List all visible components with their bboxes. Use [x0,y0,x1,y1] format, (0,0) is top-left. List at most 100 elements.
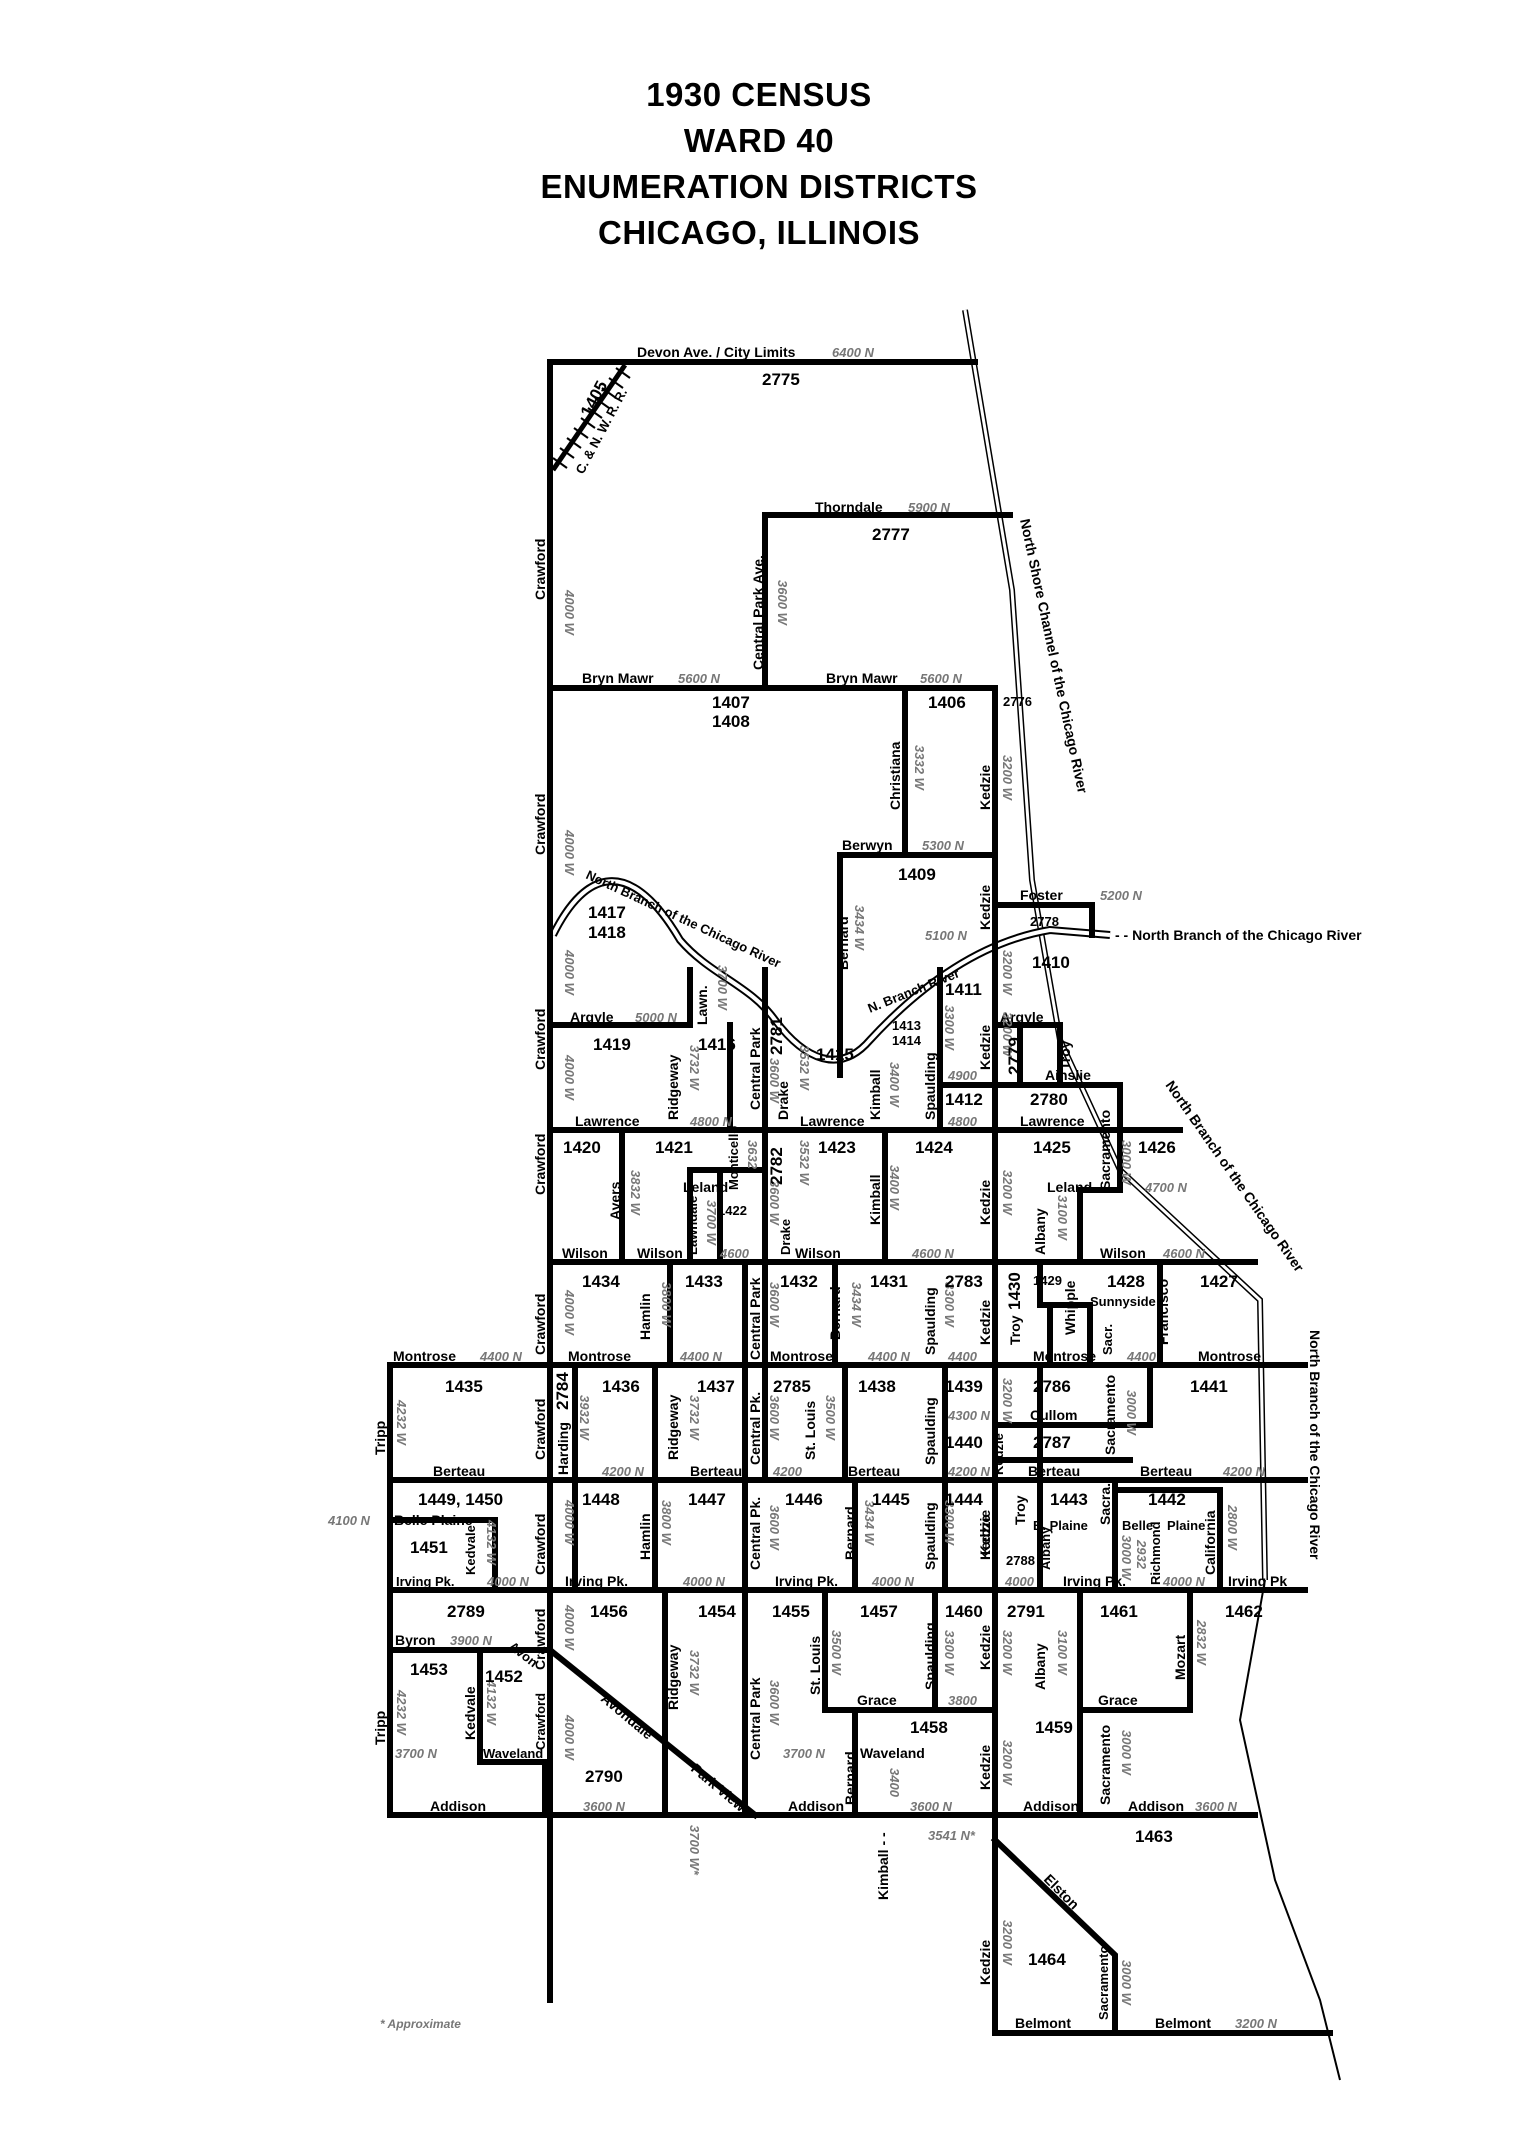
street-thorndale: Thorndale [815,499,883,515]
coord-kedvale-1: 4132 W [484,1519,499,1567]
street-spaulding-2: Spaulding [922,1287,938,1355]
coord-drake-2: 3600 W [767,1180,782,1227]
street-bernard-2: Bernard [827,1286,843,1340]
coord-argyle-sep: 3200 W [1000,1012,1015,1059]
street-ridgeway-1: Ridgeway [665,1054,681,1120]
coord-harding: 3932 W [577,1395,592,1442]
title-line-1: 1930 CENSUS [646,76,872,113]
coord-bryn-mawr-e: 5600 N [920,671,963,686]
street-kedzie-7: Kedzie [977,1515,993,1560]
coord-3541: 3541 N* [928,1828,976,1843]
street-montrose-5: Montrose [1198,1348,1261,1364]
ed-1433: 1433 [685,1272,723,1291]
street-drake: Drake [775,1081,791,1120]
street-crawford-1: Crawford [532,539,548,600]
coord-byron: 3900 N [450,1633,493,1648]
title-line-3: ENUMERATION DISTRICTS [540,168,978,205]
coord-3800: 3800 [948,1693,978,1708]
coord-christiana: 3332 W [912,745,927,792]
street-bernard-3: Bernard [842,1506,858,1560]
coord-spaulding-5: 3300 W [942,1630,957,1677]
street-leland-e: Leland [1047,1179,1092,1195]
street-albany-3: Albany [1032,1643,1048,1690]
coord-crawford-1: 4000 W [562,589,577,637]
street-sacr: Sacr. [1100,1324,1115,1355]
street-plaine: Plaine [1167,1518,1205,1533]
coord-spaulding-4: 3300 W [942,1500,957,1547]
ed-2782: 2782 [767,1147,786,1185]
ed-2788: 2788 [1006,1553,1035,1568]
coord-montrose-3: 4400 N [867,1349,911,1364]
street-francisco: Francisco [1155,1279,1171,1345]
street-california: California [1202,1510,1218,1575]
ed-1453: 1453 [410,1660,448,1679]
ed-1409: 1409 [898,865,936,884]
street-ridgeway-2: Ridgeway [665,1394,681,1460]
coord-richmond: 2932 [1134,1539,1149,1570]
street-wilson-4: Wilson [1100,1245,1146,1261]
ed-1449-1450: 1449, 1450 [418,1490,503,1509]
ed-1461: 1461 [1100,1602,1138,1621]
coord-central-pk-1: 3600 W [767,1395,782,1442]
street-kimball-dash: Kimball - - [875,1832,891,1900]
ed-1426: 1426 [1138,1138,1176,1157]
coord-bernard-4: 3400 [887,1768,902,1798]
coord-central-park-2: 3600 W [767,1282,782,1329]
ed-2786: 2786 [1033,1377,1071,1396]
coord-4000: 4000 [1004,1574,1035,1589]
river-label-lower-2: North Branch of the Chicago River [1307,1330,1323,1560]
street-montrose-3: Montrose [770,1348,833,1364]
vertical-street-labels: Crawford 4000 W Crawford 4000 W Crawford… [372,386,1323,2020]
ed-1457: 1457 [860,1602,898,1621]
ed-1421: 1421 [655,1138,693,1157]
ed-2784: 2784 [553,1372,572,1410]
ed-1435: 1435 [445,1377,483,1396]
coord-monticello: 3632 [745,1140,760,1170]
ed-1425: 1425 [1033,1138,1071,1157]
ed-1442: 1442 [1148,1490,1186,1509]
street-monticello: Monticello [726,1126,741,1190]
street-kedzie-10: Kedzie [977,1940,993,1985]
street-irving-5: Irving Pk [1228,1573,1287,1589]
street-grace-2: Grace [1098,1692,1138,1708]
coord-sacramento-4: 3000 W [1119,1960,1134,2007]
street-spaulding-4: Spaulding [922,1502,938,1570]
street-lawn: Lawn. [694,985,710,1025]
street-b-plaine: B. Plaine [1033,1518,1088,1533]
street-central-pk-1: Central Pk. [747,1392,763,1465]
street-kedzie-9: Kedzie [977,1745,993,1790]
ed-2789: 2789 [447,1602,485,1621]
street-hamlin-1: Hamlin [637,1293,653,1340]
coord-irving-3: 4000 N [871,1574,915,1589]
ed-2779: 2779 [1005,1037,1024,1075]
ed-1422: 1422 [718,1203,747,1218]
coord-tripp-1: 4232 W [394,1399,409,1447]
coord-waveland-w: 3700 N [395,1746,438,1761]
river-callout: - - North Branch of the Chicago River [1115,927,1362,943]
street-berwyn: Berwyn [842,837,893,853]
district-numbers: 1405 2775 2777 1407 1408 1406 2776 1409 … [410,370,1263,1969]
ed-1411: 1411 [945,980,982,999]
street-irving-3: Irving Pk. [775,1573,838,1589]
ed-1427: 1427 [1200,1272,1238,1291]
coord-kimball-1: 3400 W [887,1062,902,1109]
coord-kedzie-6: 3200 W [1000,1378,1015,1425]
coord-st-louis-1: 3500 W [823,1395,838,1442]
coord-argyle-w: 5000 N [635,1010,678,1025]
street-addison-3: Addison [1023,1798,1079,1814]
street-lawndale: Lawndale [685,1196,700,1255]
coord-kedzie-1: 3200 W [1000,755,1015,802]
street-sacramento-2: Sacramento [1102,1375,1118,1455]
coord-st-louis-2: 3500 W [829,1630,844,1677]
coord-california: 2800 W [1225,1504,1240,1552]
street-grace-1: Grace [857,1692,897,1708]
street-wilson-1: Wilson [562,1245,608,1261]
ed-1436: 1436 [602,1377,640,1396]
street-irving-2: Irving Pk. [565,1573,628,1589]
ed-1462: 1462 [1225,1602,1263,1621]
coord-4600: 4600 [719,1246,750,1261]
coord-belmont: 3200 N [1235,2016,1278,2031]
ed-1406: 1406 [928,693,966,712]
railroad [550,363,631,472]
street-lawrence-w: Lawrence [575,1113,640,1129]
